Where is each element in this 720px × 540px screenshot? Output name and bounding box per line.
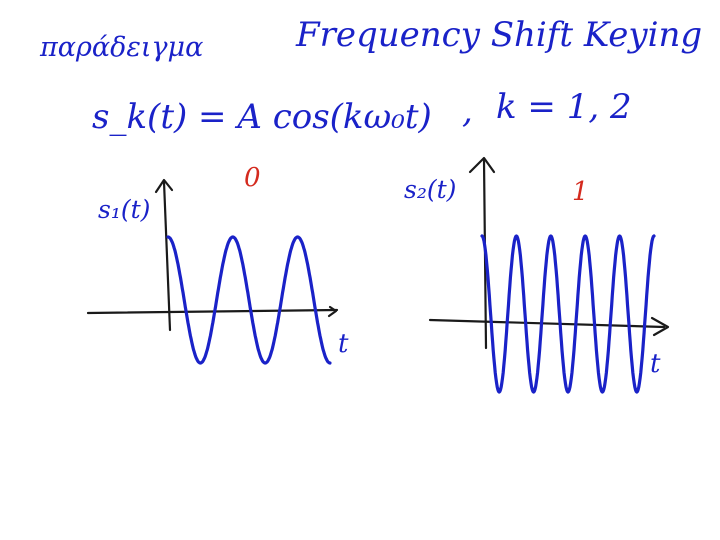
formula-condition: k = 1, 2 — [496, 87, 632, 127]
plot-s2: s₂(t) 1 t — [404, 156, 670, 394]
plot1-time-arrow — [327, 305, 338, 318]
plot1-amplitude-arrow — [154, 178, 174, 194]
plot1-cosine-wave — [166, 235, 332, 365]
plot1-time-axis — [86, 308, 339, 315]
plot2-bit-label: 1 — [572, 177, 589, 207]
plot1-axis-label: t — [338, 329, 349, 359]
plot2-amplitude-arrow — [468, 156, 496, 174]
plot1-amplitude-axis — [162, 180, 172, 332]
plot2-time-axis — [428, 318, 666, 329]
title: Frequency Shift Keying — [295, 15, 702, 55]
plot1-bit-label: 0 — [244, 163, 261, 193]
plot-s1: s₁(t) 0 t — [86, 163, 349, 365]
formula-separator: , — [462, 91, 473, 131]
plot1-signal-label: s₁(t) — [98, 195, 150, 224]
plot2-time-arrow — [650, 316, 670, 337]
plot2-cosine-wave — [480, 234, 656, 394]
plot2-axis-label: t — [650, 349, 661, 379]
formula: s_k(t) = A cos(kω₀t) — [92, 97, 432, 137]
plot2-signal-label: s₂(t) — [404, 175, 456, 204]
greek-word: παράδειγμα — [39, 32, 203, 63]
